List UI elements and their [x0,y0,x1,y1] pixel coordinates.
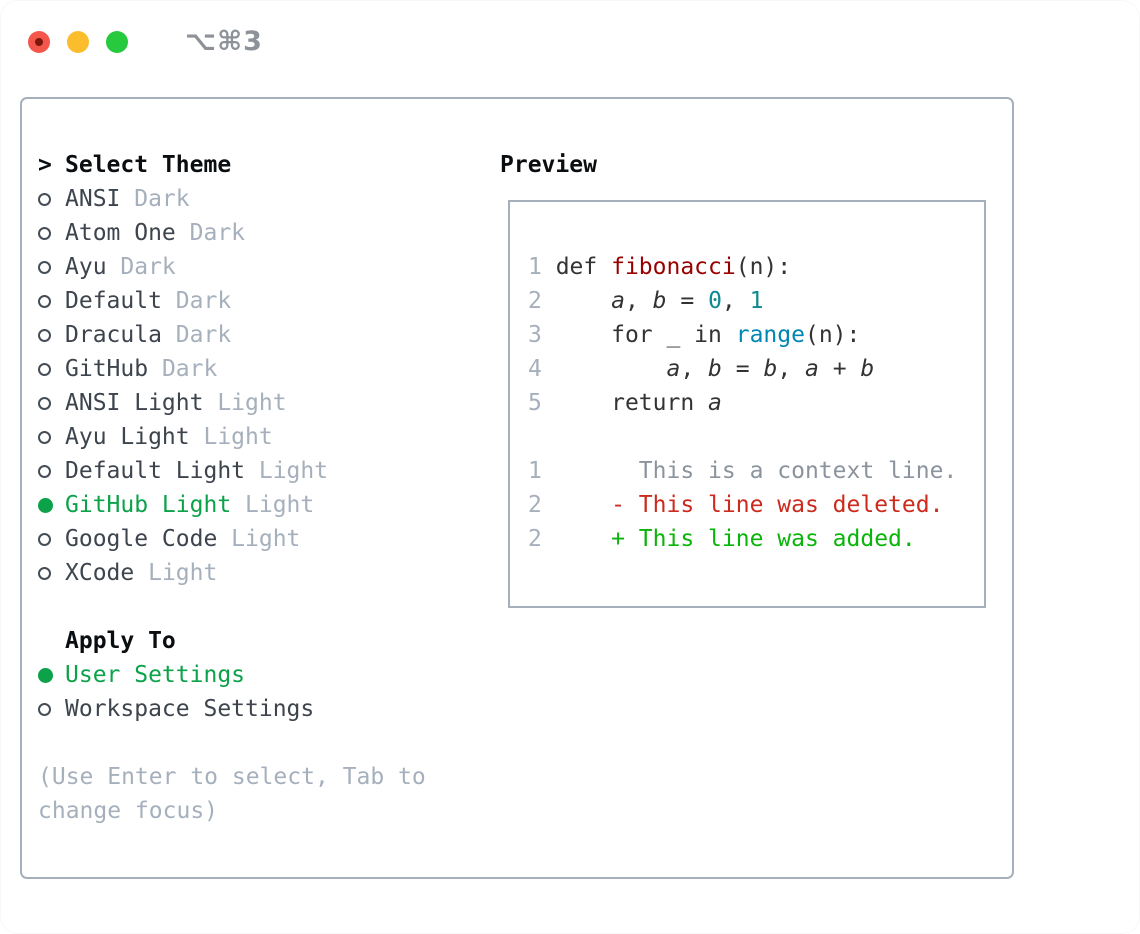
theme-option-ansi-dark[interactable]: ANSI Dark [38,182,488,216]
prompt-caret: > [38,152,52,178]
theme-option-ayu-dark[interactable]: Ayu Dark [38,250,488,284]
theme-option-label: GitHub [65,356,149,382]
apply-option-label: Workspace Settings [65,696,315,722]
titlebar: ⌥⌘3 [28,26,263,57]
line-number: 1 [528,254,542,280]
theme-option-default-dark[interactable]: Default Dark [38,284,488,318]
preview-line: 2 - This line was deleted. [528,488,984,522]
theme-option-label: Ayu Light [65,424,190,450]
theme-variant-label: Dark [189,220,246,246]
theme-option-atom-one-dark[interactable]: Atom One Dark [38,216,488,250]
theme-option-default-light-light[interactable]: Default Light Light [38,454,488,488]
select-theme-header: > Select Theme [38,148,488,182]
radio-icon [38,497,53,513]
close-button-dot [35,37,43,46]
theme-option-github-dark[interactable]: GitHub Dark [38,352,488,386]
spacer [38,726,488,760]
radio-icon [38,532,51,546]
preview-line: 4 a, b = b, a + b [528,352,984,386]
theme-option-dracula-dark[interactable]: Dracula Dark [38,318,488,352]
preview-line: 2 a, b = 0, 1 [528,284,984,318]
radio-icon [38,566,51,580]
apply-to-title: Apply To [65,628,176,654]
radio-icon [38,702,51,716]
theme-variant-label: Light [258,458,329,484]
preview-line: 1 This is a context line. [528,454,984,488]
theme-option-label: XCode [65,560,135,586]
radio-icon [38,430,51,444]
line-number: 5 [528,390,542,416]
theme-option-ansi-light-light[interactable]: ANSI Light Light [38,386,488,420]
theme-option-label: Default Light [65,458,246,484]
theme-variant-label: Light [231,526,301,552]
line-number: 3 [528,322,542,348]
apply-to-header: Apply To [38,624,488,658]
theme-variant-label: Dark [134,186,190,212]
theme-variant-label: Light [245,492,315,518]
theme-option-label: GitHub Light [65,492,232,518]
preview-line: 3 for _ in range(n): [528,318,984,352]
preview-box: 1 def fibonacci(n): 2 a, b = 0, 1 3 for … [508,200,986,608]
preview-title: Preview [500,152,597,178]
theme-option-ayu-light-light[interactable]: Ayu Light Light [38,420,488,454]
maximize-button[interactable] [106,30,128,53]
close-button[interactable] [28,30,50,53]
theme-variant-label: Dark [175,322,232,348]
apply-options-list: User Settings Workspace Settings [38,658,488,726]
theme-variant-label: Dark [120,254,176,280]
select-theme-title: Select Theme [65,152,232,178]
preview-line: 2 + This line was added. [528,522,984,556]
theme-variant-label: Dark [175,288,232,314]
hint-text: (Use Enter to select, Tab to change focu… [38,764,426,824]
theme-variant-label: Light [148,560,218,586]
theme-picker-panel: > Select Theme ANSI Dark Atom One Dark A… [20,97,1014,879]
theme-variant-label: Dark [161,356,218,382]
theme-variant-label: Light [203,424,273,450]
radio-icon [38,362,51,376]
theme-options-list: ANSI Dark Atom One Dark Ayu Dark Default… [38,182,488,590]
line-number: 1 [528,458,542,484]
theme-variant-label: Light [217,390,287,416]
window-title: ⌥⌘3 [185,26,263,57]
theme-option-label: Dracula [65,322,162,348]
radio-icon [38,464,51,478]
radio-icon [38,396,51,410]
theme-option-github-light-light[interactable]: GitHub Light Light [38,488,488,522]
preview-line: 5 return a [528,386,984,420]
spacer [38,590,488,624]
preview-line: 1 def fibonacci(n): [528,250,984,284]
theme-option-label: Atom One [65,220,176,246]
radio-icon [38,192,51,206]
line-number: 2 [528,526,542,552]
radio-icon [38,226,51,240]
theme-option-label: Google Code [65,526,218,552]
radio-icon [38,294,51,308]
theme-option-label: ANSI Light [65,390,204,416]
theme-option-label: ANSI [65,186,121,212]
apply-option-label: User Settings [65,662,246,688]
minimize-button[interactable] [67,30,89,53]
preview-code: 1 def fibonacci(n): 2 a, b = 0, 1 3 for … [528,250,984,556]
theme-option-google-code-light[interactable]: Google Code Light [38,522,488,556]
line-number: 2 [528,288,542,314]
theme-option-label: Ayu [65,254,107,280]
theme-option-label: Default [65,288,162,314]
apply-option-user-settings[interactable]: User Settings [38,658,488,692]
line-number: 2 [528,492,542,518]
radio-icon [38,260,51,274]
line-number: 4 [528,356,542,382]
theme-option-xcode-light[interactable]: XCode Light [38,556,488,590]
theme-list-column: > Select Theme ANSI Dark Atom One Dark A… [38,148,488,828]
preview-blank-line [528,420,984,454]
radio-icon [38,667,53,683]
apply-option-workspace-settings[interactable]: Workspace Settings [38,692,488,726]
radio-icon [38,328,51,342]
